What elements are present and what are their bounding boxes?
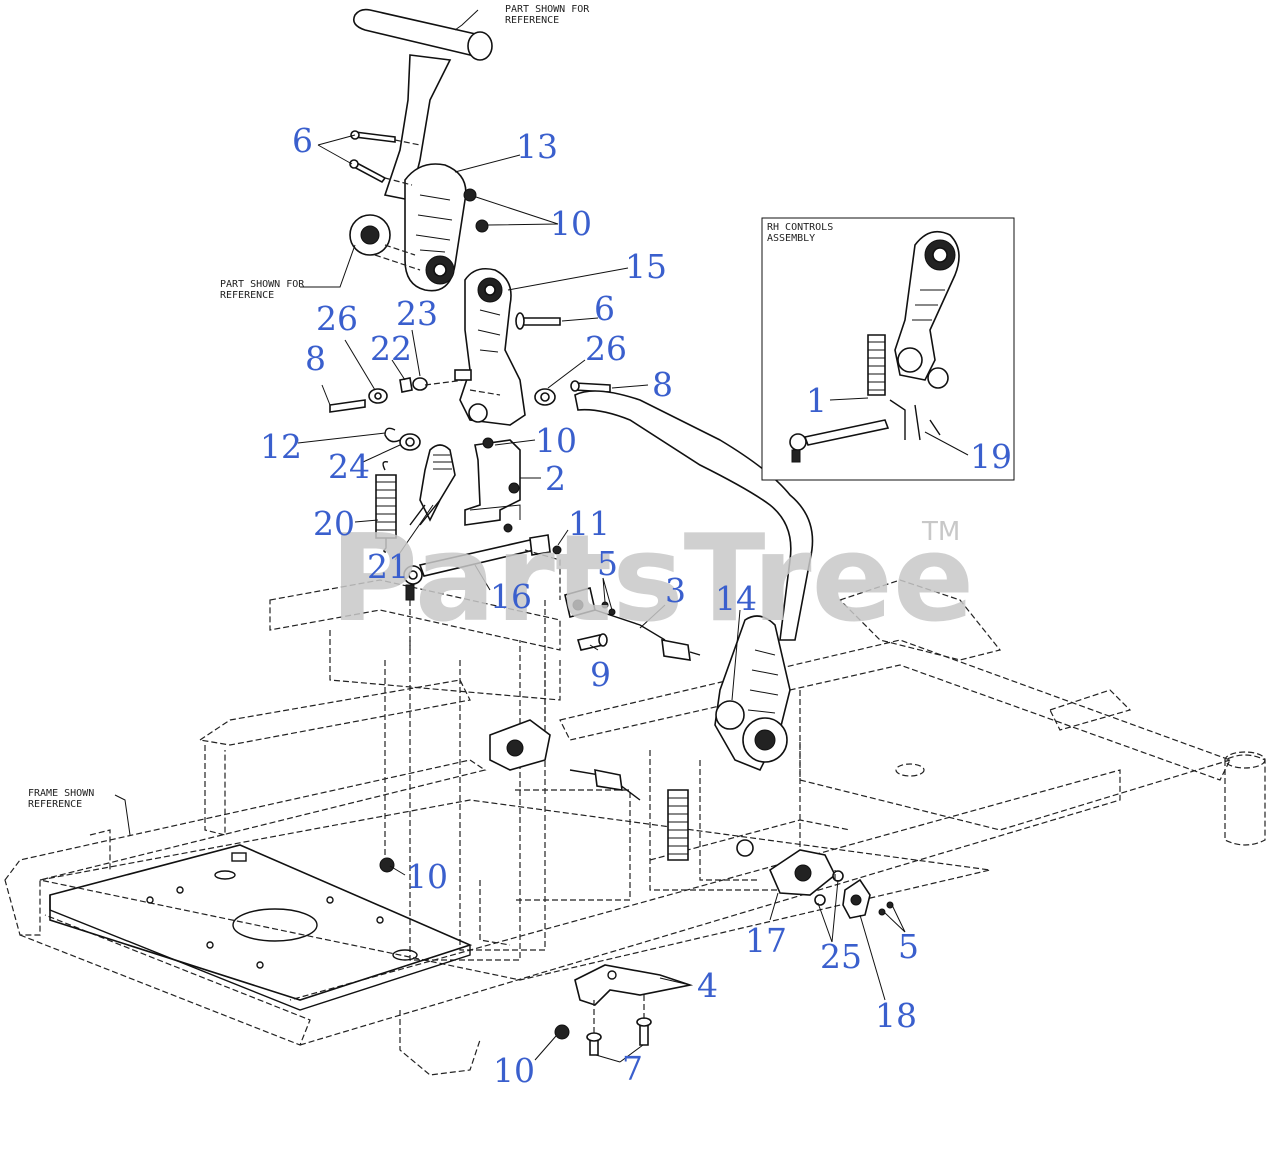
- nuts-10-upper: [463, 188, 489, 233]
- knob-reference-line1: PART SHOWN FOR: [220, 279, 305, 290]
- callout-18: 18: [875, 996, 917, 1035]
- pin-6-and-bushings: [515, 312, 611, 406]
- callout-22: 22: [370, 329, 412, 368]
- callout-5b: 5: [898, 927, 919, 966]
- callout-4: 4: [697, 966, 718, 1005]
- handle-reference-line2: REFERENCE: [505, 15, 559, 26]
- watermark: PartsTree TM: [330, 510, 974, 649]
- frame-reference-line1: FRAME SHOWN: [28, 788, 94, 799]
- nuts-10-lower: [379, 857, 570, 1040]
- callout-2: 2: [545, 459, 566, 498]
- callout-13: 13: [516, 127, 558, 166]
- rod-16: [403, 534, 562, 601]
- spring-lower: [667, 789, 689, 861]
- callout-14: 14: [715, 579, 757, 618]
- callout-7: 7: [622, 1049, 643, 1088]
- callout-10b: 10: [535, 421, 577, 460]
- frame-reference: [4, 579, 1266, 1076]
- watermark-trademark: TM: [921, 517, 960, 547]
- leader-lines: [114, 9, 969, 1063]
- bracket-4: [574, 964, 694, 1056]
- callout-6b: 6: [594, 289, 615, 328]
- spring-20: [375, 460, 397, 553]
- sensor-3: [564, 587, 701, 661]
- watermark-text: PartsTree: [330, 510, 974, 649]
- rh-controls-inset: [761, 217, 1015, 481]
- upper-handle-reference: [352, 8, 493, 201]
- bracket-2: [464, 437, 521, 533]
- callout-9: 9: [590, 655, 611, 694]
- callout-12: 12: [260, 427, 302, 466]
- callout-1: 1: [806, 381, 827, 420]
- callout-20: 20: [313, 504, 355, 543]
- knob-reference-line2: REFERENCE: [220, 290, 274, 301]
- callout-15: 15: [625, 247, 667, 286]
- callout-10c: 10: [406, 857, 448, 896]
- callout-26a: 26: [316, 299, 358, 338]
- handle-reference-line1: PART SHOWN FOR: [505, 4, 590, 15]
- reference-labels: PART SHOWN FOR REFERENCE PART SHOWN FOR …: [28, 4, 833, 810]
- callout-16: 16: [490, 577, 532, 616]
- callout-5a: 5: [597, 544, 618, 583]
- callout-19: 19: [970, 437, 1012, 476]
- callout-6a: 6: [292, 121, 313, 160]
- control-arm-13: [404, 163, 467, 292]
- clip-and-washer: [384, 427, 421, 451]
- bolts-6: [349, 130, 396, 184]
- frame-reference-line2: REFERENCE: [28, 799, 82, 810]
- callout-24: 24: [328, 447, 370, 486]
- callout-3: 3: [665, 571, 686, 610]
- pin-9: [576, 633, 608, 651]
- damper-bracket-17: [736, 839, 837, 896]
- callout-11: 11: [568, 504, 610, 543]
- callout-8b: 8: [652, 365, 673, 404]
- callout-17: 17: [745, 921, 787, 960]
- callout-numbers: 6 13 10 15 6 26 23 22 8 26 8 12 10 24 2 …: [260, 121, 1012, 1090]
- pivot-bracket-left: [489, 719, 641, 801]
- callout-10a: 10: [550, 204, 592, 243]
- callout-26b: 26: [585, 329, 627, 368]
- callout-21: 21: [367, 547, 409, 586]
- control-arm-15: [454, 267, 526, 426]
- callout-8a: 8: [305, 339, 326, 378]
- callout-23: 23: [396, 294, 438, 333]
- assembly-guides: [374, 139, 836, 880]
- knob-reference: [349, 214, 416, 256]
- washers-left: [329, 377, 466, 413]
- inset-title-line1: RH CONTROLS: [767, 222, 833, 233]
- callout-25: 25: [820, 937, 862, 976]
- callout-10d: 10: [493, 1051, 535, 1090]
- handle-14: [574, 390, 814, 772]
- inset-title-line2: ASSEMBLY: [767, 233, 815, 244]
